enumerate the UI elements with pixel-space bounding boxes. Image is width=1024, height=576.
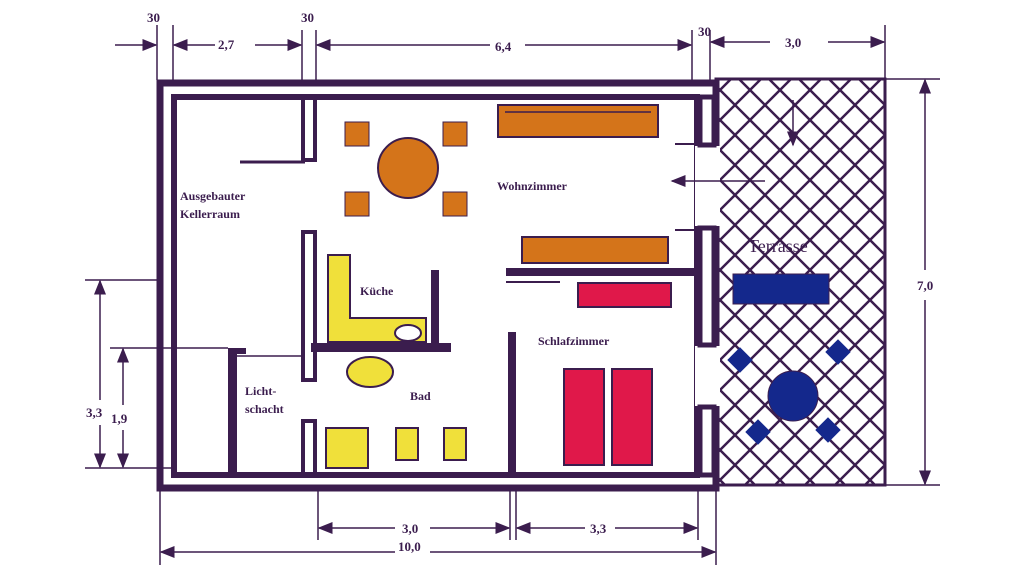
dimensions-top: 30 2,7 30 6,4 30 3,0: [115, 10, 886, 80]
dim-left-outer: 3,3: [86, 405, 103, 420]
dimension-right: 7,0: [885, 78, 940, 486]
room-label-lichtschacht: Licht-: [245, 384, 276, 398]
room-label-keller: Kellerraum: [180, 207, 240, 221]
toilet: [395, 427, 419, 461]
room-label-lichtschacht: schacht: [245, 402, 284, 416]
terrace-chair: [825, 339, 851, 365]
dim-top-keller: 2,7: [218, 37, 235, 52]
room-label-schlafzimmer: Schlafzimmer: [538, 334, 610, 348]
dim-bottom-total: 10,0: [398, 539, 421, 554]
bed: [563, 368, 605, 466]
room-label-keller: Ausgebauter: [180, 189, 246, 203]
wall-segment: [697, 94, 717, 148]
chair: [442, 191, 468, 217]
dim-top-wall1: 30: [147, 10, 160, 25]
wall-segment: [228, 348, 237, 475]
wall-segment: [301, 95, 317, 162]
chair: [442, 121, 468, 147]
dim-top-terrasse: 3,0: [785, 35, 801, 50]
sink: [394, 324, 422, 342]
dim-top-wall2: 30: [301, 10, 314, 25]
wall-segment: [697, 225, 717, 348]
sofa: [497, 104, 659, 138]
room-label-bad: Bad: [410, 389, 431, 403]
wall-segment: [431, 270, 439, 346]
wall-segment: [301, 419, 317, 477]
furniture: [325, 104, 672, 469]
kitchen-counter: [327, 254, 427, 343]
wall-segment: [506, 268, 700, 276]
door-opening: [695, 146, 720, 226]
chair: [344, 121, 370, 147]
shower: [325, 427, 369, 469]
dim-right-height: 7,0: [917, 278, 933, 293]
wall-segment: [508, 332, 516, 475]
washbasin: [443, 427, 467, 461]
wall-segment: [697, 404, 717, 478]
dim-left-inner: 1,9: [111, 411, 128, 426]
bed: [611, 368, 653, 466]
dining-table: [377, 137, 439, 199]
sideboard: [521, 236, 669, 264]
room-label-wohnzimmer: Wohnzimmer: [497, 179, 568, 193]
inner-wall: [171, 94, 700, 478]
dimensions-left: 3,3 1,9: [85, 279, 228, 469]
dim-bottom-schlaf: 3,3: [590, 521, 607, 536]
dim-top-wohn: 6,4: [495, 39, 512, 54]
room-label-terrasse: Terrasse: [748, 236, 808, 256]
wall-segment: [311, 343, 451, 352]
bathtub: [346, 356, 394, 388]
dim-top-wall3: 30: [698, 24, 711, 39]
dimensions-bottom: 3,0 3,3 10,0: [159, 490, 717, 565]
door-opening: [695, 346, 720, 406]
terrace-chair: [727, 347, 753, 373]
terrace-table: [767, 370, 819, 422]
wall-segment: [301, 230, 317, 382]
terrace-bench: [732, 273, 830, 305]
dim-bottom-bad: 3,0: [402, 521, 418, 536]
terrace-chair: [745, 419, 771, 445]
terrace-chair: [815, 417, 841, 443]
chair: [344, 191, 370, 217]
terrace: Terrasse: [714, 77, 887, 487]
wardrobe: [577, 282, 672, 308]
room-label-kueche: Küche: [360, 284, 394, 298]
walls: [156, 79, 720, 492]
